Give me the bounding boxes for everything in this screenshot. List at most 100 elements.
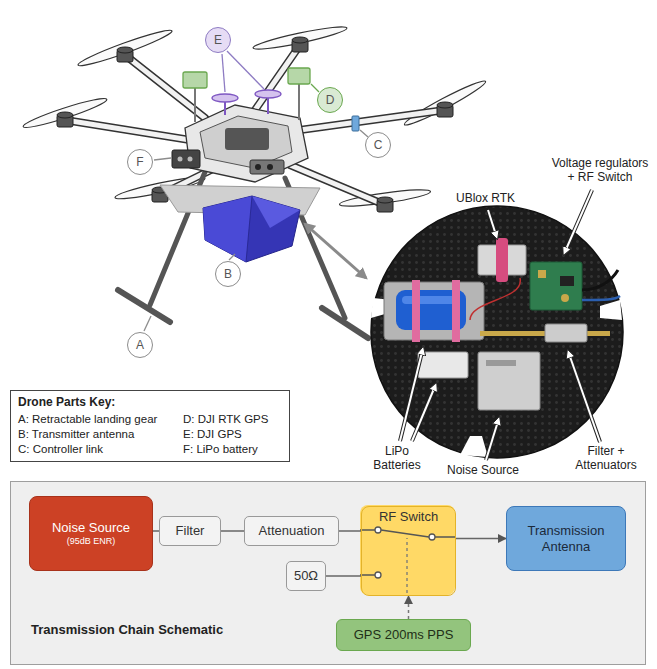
drone-body (172, 150, 200, 168)
part-label: LiPo Batteries (366, 444, 428, 472)
photo-leaders (400, 190, 600, 460)
drone-motors (57, 112, 73, 118)
drone-body (225, 128, 269, 150)
drone-motors (437, 102, 453, 108)
photo-leaders (486, 418, 499, 460)
landing-gear (118, 172, 368, 338)
drone-body (352, 116, 359, 131)
callout-circle: F (127, 149, 153, 175)
box-label: C (374, 138, 383, 152)
terminator-box: 50Ω (286, 561, 326, 591)
payload-photo (412, 280, 420, 342)
payload-photo (582, 296, 620, 300)
payload-photo (402, 296, 460, 304)
transmitter-antenna (203, 196, 252, 262)
callout-circle: A (127, 332, 153, 358)
key-entry: B: Transmitter antenna (18, 428, 134, 442)
photo-leaders (488, 210, 497, 238)
box-label: 50Ω (294, 568, 318, 584)
gps-units (255, 90, 281, 98)
transmitter-antenna (203, 196, 300, 262)
box-label: Filter (176, 523, 205, 539)
process-box: Filter (159, 516, 221, 546)
payload-photo (582, 270, 618, 290)
antenna-box: Transmission Antenna (506, 506, 626, 571)
photo-leaders (400, 348, 423, 441)
photo-leaders (488, 210, 497, 238)
photo-leaders (564, 190, 592, 254)
payload-photo (530, 262, 582, 310)
transmitter-antenna (252, 196, 300, 228)
box-label: Transmission Antenna (515, 523, 617, 554)
box-label: Noise Source (52, 520, 130, 536)
payload-photo (478, 352, 540, 410)
payload-photo (545, 324, 587, 342)
connector (456, 538, 506, 540)
payload-photo (452, 280, 460, 342)
connector (339, 530, 361, 532)
connector (326, 575, 361, 577)
connector (221, 530, 244, 532)
part-label: Noise Source (447, 463, 519, 477)
drone-body (255, 164, 261, 170)
drone-arms (300, 110, 445, 130)
drone-arms (65, 45, 445, 205)
callout-circle: E (205, 27, 231, 53)
part-label: Voltage regulators + RF Switch (547, 156, 653, 184)
photo-leaders (412, 384, 436, 441)
box-sublabel: (95dB ENR) (67, 536, 116, 547)
drone-motors (117, 47, 133, 53)
payload-photo (470, 278, 520, 320)
box-label: RF Switch (379, 509, 438, 525)
drone-body (188, 157, 193, 162)
drone-body (178, 157, 183, 162)
payload-photo (486, 360, 516, 366)
drone-body (267, 164, 273, 170)
key-entry: F: LiPo battery (183, 443, 258, 457)
rf-switch-symbol (429, 534, 435, 540)
rf-switch-symbol (360, 505, 455, 595)
rf-switch-symbol (375, 527, 381, 533)
rf-switch-symbol (360, 574, 375, 576)
process-box: Noise Source(95dB ENR) (29, 496, 153, 571)
callout-leaders (154, 158, 171, 160)
callout-leaders (227, 51, 264, 89)
gps-units (183, 72, 207, 88)
payload-photo (561, 294, 569, 302)
callout-circle: C (365, 132, 391, 158)
drone-propellers (252, 23, 348, 53)
payload-photo (384, 282, 484, 340)
box-label: E (214, 33, 222, 47)
rf-switch-symbol (381, 530, 429, 537)
gps-units (212, 94, 238, 102)
drone-arms (65, 45, 445, 205)
rf-switch-symbol (360, 529, 375, 531)
callout-circle: D (317, 87, 343, 113)
payload-photo (496, 238, 508, 282)
box-label: D (326, 93, 335, 107)
payload-photo (460, 436, 488, 457)
box-label: Attenuation (259, 523, 325, 539)
box-label: GPS 200ms PPS (354, 627, 454, 643)
panel-title: Transmission Chain Schematic (31, 622, 223, 638)
drone-arms (65, 120, 190, 140)
gps-units (194, 88, 196, 122)
rf-switch-symbol (435, 536, 455, 538)
rf-switch-symbol (375, 572, 381, 578)
box-label: B (224, 267, 232, 281)
transmitter-antenna (203, 196, 300, 262)
gps-units (288, 68, 310, 84)
process-box: Attenuation (244, 516, 339, 546)
gps-units (183, 68, 310, 122)
callout-leaders (144, 316, 151, 331)
drone-propellers (402, 77, 488, 129)
callout-leaders (229, 254, 235, 260)
callout-leaders (222, 54, 225, 92)
drone-propellers (22, 23, 488, 209)
key-entry: D: DJI RTK GPS (183, 413, 268, 427)
photo-leaders (400, 190, 600, 460)
photo-leaders (486, 418, 499, 460)
drone-arms (65, 45, 445, 205)
drone-body (185, 105, 308, 182)
